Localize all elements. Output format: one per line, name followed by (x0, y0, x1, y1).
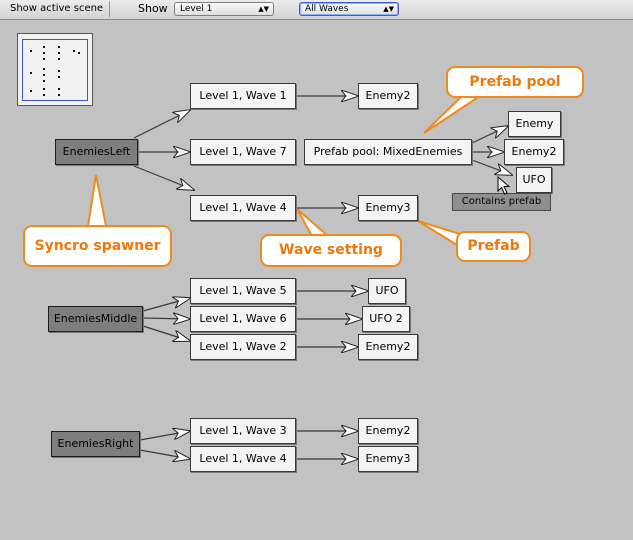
spawner-node-enemies-left[interactable]: EnemiesLeft (55, 139, 138, 165)
prefab-node-enemy2[interactable]: Enemy2 (358, 418, 418, 444)
spawner-node-enemies-middle[interactable]: EnemiesMiddle (48, 306, 143, 332)
wave-node-level1-wave4-right[interactable]: Level 1, Wave 4 (190, 446, 296, 472)
dropdown-arrow-icon: ▲▼ (258, 5, 269, 13)
minimap-dot (43, 94, 45, 96)
show-label: Show (138, 2, 168, 15)
prefab-pool-node[interactable]: Prefab pool: MixedEnemies (304, 139, 472, 165)
prefab-node-enemy2[interactable]: Enemy2 (358, 334, 418, 360)
minimap-dot (58, 46, 60, 48)
minimap-dot (58, 70, 60, 72)
minimap[interactable] (17, 33, 93, 106)
wave-node-level1-wave2[interactable]: Level 1, Wave 2 (190, 334, 296, 360)
contains-prefab-tooltip: Contains prefab (452, 193, 551, 211)
callout-pointer (423, 95, 484, 134)
mouse-cursor-icon (497, 176, 511, 195)
minimap-dot (43, 58, 45, 60)
minimap-dot (78, 52, 80, 54)
spawner-node-enemies-right[interactable]: EnemiesRight (51, 431, 140, 457)
minimap-dot (58, 88, 60, 90)
wave-node-level1-wave4[interactable]: Level 1, Wave 4 (190, 195, 296, 221)
minimap-dot (30, 50, 32, 52)
level-dropdown[interactable]: Level 1 ▲▼ (174, 2, 274, 16)
callout-prefab-pool: Prefab pool (446, 66, 584, 98)
callout-wave-setting: Wave setting (260, 234, 402, 267)
prefab-node-enemy3[interactable]: Enemy3 (358, 195, 418, 221)
minimap-viewport[interactable] (22, 39, 88, 101)
callout-pointer (86, 174, 108, 227)
minimap-dot (43, 74, 45, 76)
callout-syncro-spawner: Syncro spawner (23, 225, 172, 267)
dropdown-arrow-icon: ▲▼ (383, 5, 394, 13)
minimap-dot (43, 88, 45, 90)
callout-prefab: Prefab (456, 231, 531, 262)
wave-node-level1-wave6[interactable]: Level 1, Wave 6 (190, 306, 296, 332)
wave-node-level1-wave5[interactable]: Level 1, Wave 5 (190, 278, 296, 304)
minimap-dot (43, 80, 45, 82)
minimap-dot (30, 72, 32, 74)
waves-dropdown[interactable]: All Waves ▲▼ (299, 2, 399, 16)
wave-node-level1-wave1[interactable]: Level 1, Wave 1 (190, 83, 296, 109)
minimap-dot (58, 58, 60, 60)
minimap-dot (30, 90, 32, 92)
minimap-dot (58, 52, 60, 54)
pool-item-ufo[interactable]: UFO (516, 167, 552, 193)
minimap-dot (73, 50, 75, 52)
prefab-node-enemy2[interactable]: Enemy2 (358, 83, 418, 109)
wave-node-level1-wave3[interactable]: Level 1, Wave 3 (190, 418, 296, 444)
minimap-dot (43, 46, 45, 48)
wave-node-level1-wave7[interactable]: Level 1, Wave 7 (190, 139, 296, 165)
prefab-node-enemy3[interactable]: Enemy3 (358, 446, 418, 472)
minimap-dot (43, 52, 45, 54)
prefab-node-ufo[interactable]: UFO (368, 278, 406, 304)
waves-dropdown-value: All Waves (305, 4, 349, 14)
minimap-dot (43, 68, 45, 70)
level-dropdown-value: Level 1 (180, 4, 213, 14)
toolbar: Show active scene Show Level 1 ▲▼ All Wa… (0, 0, 633, 20)
minimap-dot (58, 76, 60, 78)
pool-item-enemy2[interactable]: Enemy2 (504, 139, 564, 165)
show-active-scene-button[interactable]: Show active scene (4, 1, 110, 17)
prefab-node-ufo2[interactable]: UFO 2 (362, 306, 410, 332)
minimap-dot (58, 94, 60, 96)
callout-pointer (296, 208, 331, 237)
pool-item-enemy[interactable]: Enemy (508, 111, 561, 137)
